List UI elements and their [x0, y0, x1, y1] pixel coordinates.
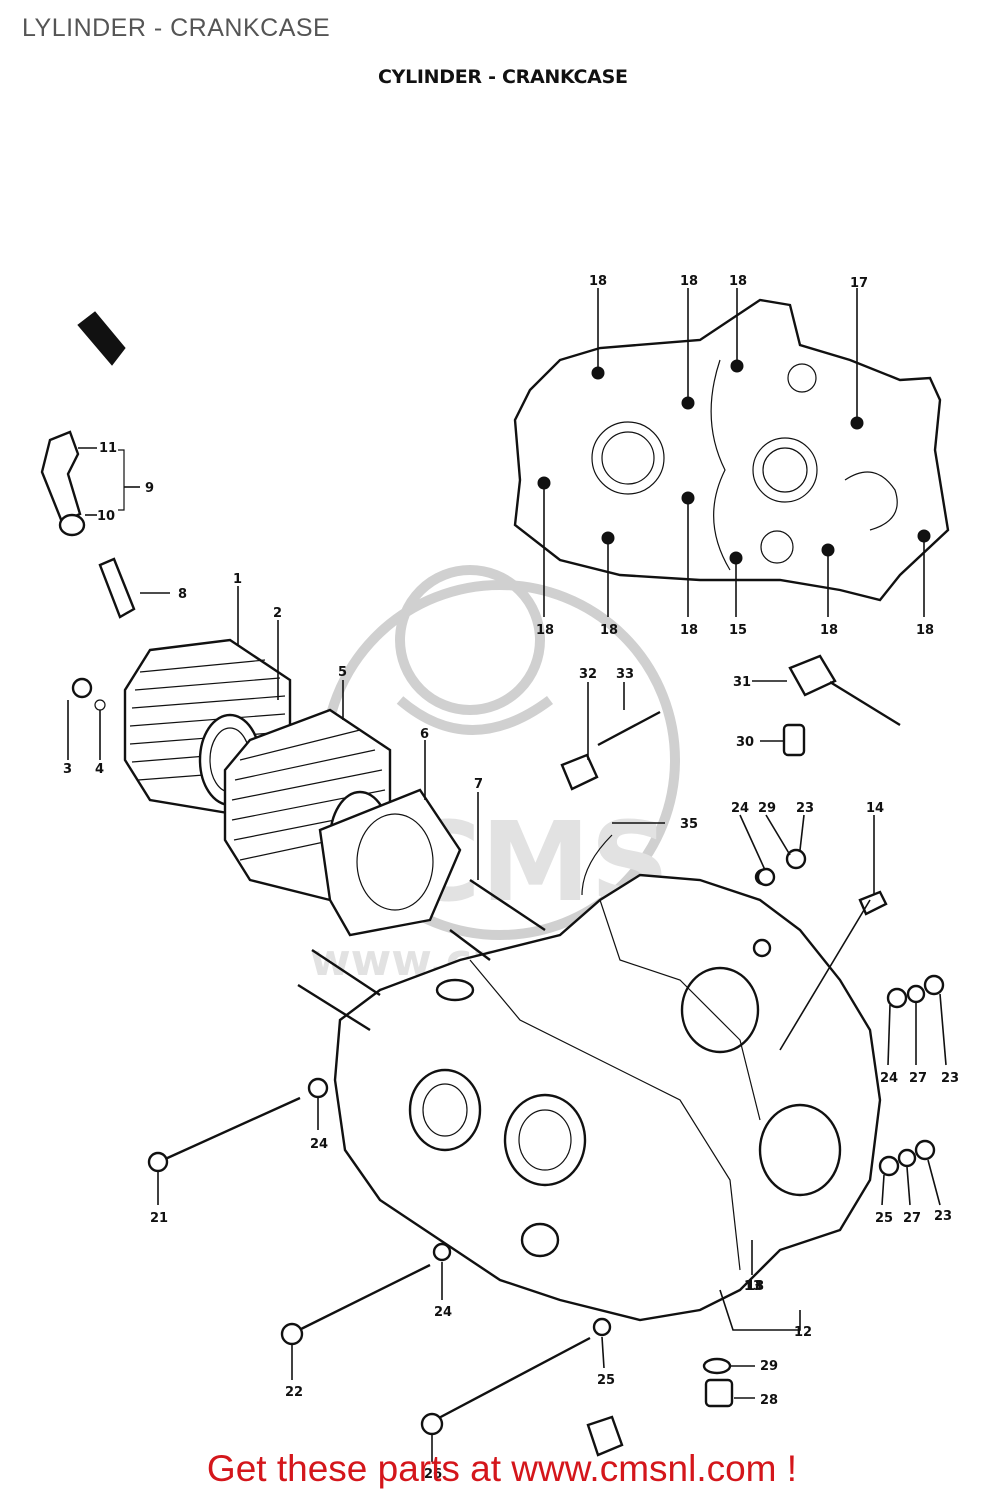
label-part-18-b: 18	[680, 274, 698, 289]
label-part-24-a: 24	[731, 801, 749, 816]
label-part-18-e: 18	[600, 623, 618, 638]
cylinder-right	[223, 708, 462, 937]
diagram-heading: CYLINDER - CRANKCASE	[378, 66, 628, 88]
label-part-1: 1	[233, 572, 242, 587]
label-part-11: 11	[99, 441, 117, 456]
part-number-labels: 1 2 3 4 5 6 7 8 9 10 11 12 13 14 15 17 1…	[63, 274, 959, 1482]
label-part-26: 26	[424, 1467, 442, 1482]
label-part-18-g: 18	[820, 623, 838, 638]
label-part-10: 10	[97, 509, 115, 524]
label-part-5: 5	[338, 665, 347, 680]
label-part-13: 13	[744, 1279, 762, 1294]
label-part-23-b: 23	[941, 1071, 959, 1086]
label-part-17: 17	[850, 276, 868, 291]
label-part-2: 2	[273, 606, 282, 621]
arrow-marker-icon	[77, 311, 126, 366]
label-part-27-a: 27	[909, 1071, 927, 1086]
label-part-4: 4	[95, 762, 104, 777]
label-part-9: 9	[145, 481, 154, 496]
label-part-29-a: 29	[760, 1359, 778, 1374]
leader-lines-top	[543, 288, 925, 617]
label-part-21: 21	[150, 1211, 168, 1226]
promo-link[interactable]: Get these parts at www.cmsnl.com !	[206, 1448, 798, 1489]
crankcase-half-top-view	[513, 298, 950, 602]
label-part-22: 22	[285, 1385, 303, 1400]
label-part-18-h: 18	[916, 623, 934, 638]
label-part-23-c: 23	[934, 1209, 952, 1224]
label-part-12: 12	[794, 1325, 812, 1340]
label-part-33: 33	[616, 667, 634, 682]
label-part-6: 6	[420, 727, 429, 742]
label-part-15: 15	[729, 623, 747, 638]
crankcase-main-body	[333, 868, 882, 1322]
label-part-31: 31	[733, 675, 751, 690]
label-part-27-b: 27	[903, 1211, 921, 1226]
label-part-18-d: 18	[536, 623, 554, 638]
label-part-24-c: 24	[310, 1137, 328, 1152]
label-part-24-b: 24	[880, 1071, 898, 1086]
label-part-14: 14	[866, 801, 884, 816]
label-part-23-a: 23	[796, 801, 814, 816]
label-part-18-a: 18	[589, 274, 607, 289]
label-part-30: 30	[736, 735, 754, 750]
page-title: LYLINDER - CRANKCASE	[22, 14, 331, 42]
label-part-32: 32	[579, 667, 597, 682]
label-part-18-i: 18	[746, 1279, 764, 1294]
label-part-18-c: 18	[729, 274, 747, 289]
label-part-8: 8	[178, 587, 187, 602]
label-part-7: 7	[474, 777, 483, 792]
leader-lines-lower	[67, 586, 947, 1462]
label-part-25-b: 25	[597, 1373, 615, 1388]
label-part-24-d: 24	[434, 1305, 452, 1320]
plug-cap-assembly	[40, 430, 170, 619]
label-part-18-f: 18	[680, 623, 698, 638]
label-part-3: 3	[63, 762, 72, 777]
crankcase-bolts	[147, 879, 612, 1436]
label-part-28: 28	[760, 1393, 778, 1408]
label-part-35: 35	[680, 817, 698, 832]
label-part-25-a: 25	[875, 1211, 893, 1226]
label-part-29-b: 29	[758, 801, 776, 816]
